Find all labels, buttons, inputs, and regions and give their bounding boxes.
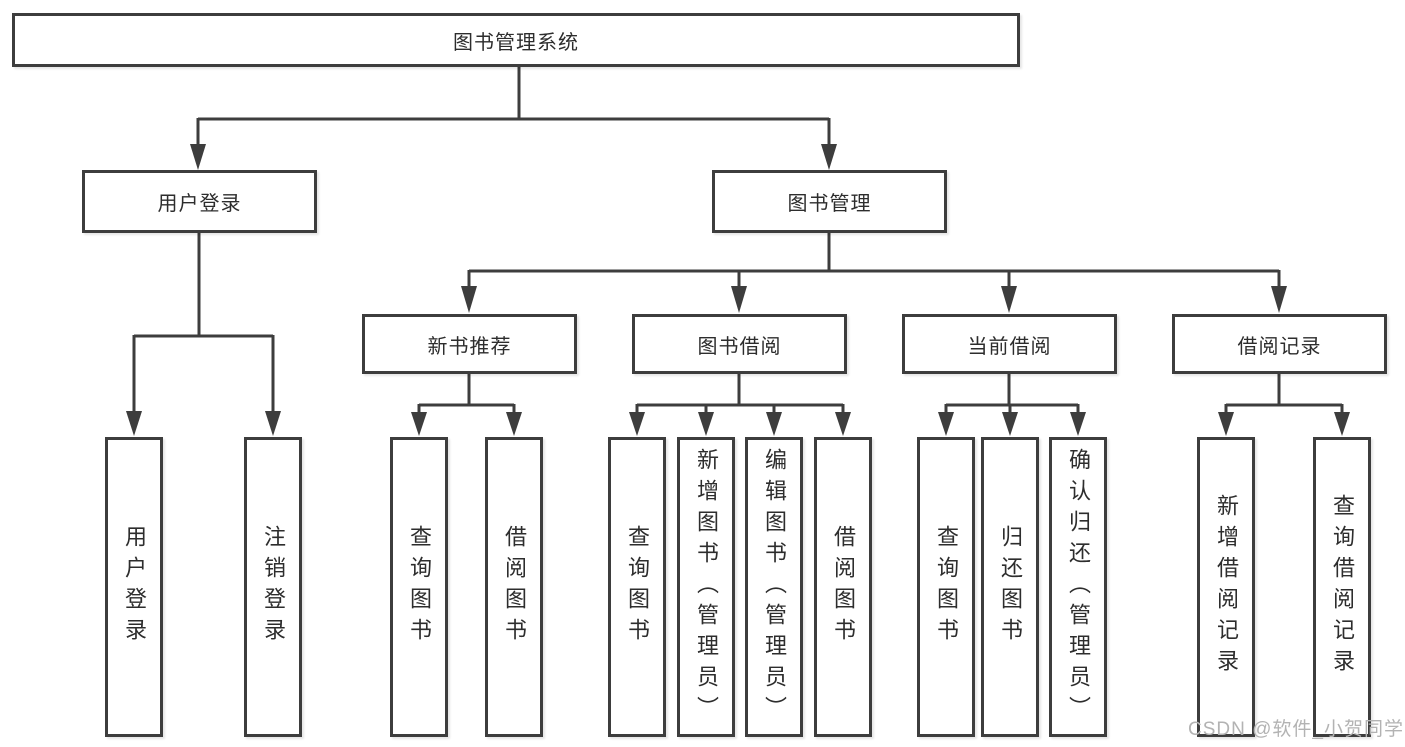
leaf-query-books-current-label: 查询图书 — [934, 525, 959, 649]
leaf-logout: 注销登录 — [244, 437, 302, 737]
node-borrowing-records-label: 借阅记录 — [1237, 335, 1322, 358]
node-borrowing-records: 借阅记录 — [1172, 314, 1387, 374]
node-current-borrowing: 当前借阅 — [902, 314, 1117, 374]
leaf-query-borrow-record: 查询借阅记录 — [1313, 437, 1371, 737]
node-book-borrowing-label: 图书借阅 — [697, 335, 782, 358]
node-new-book-recommendation-label: 新书推荐 — [427, 335, 512, 358]
connector-root-to-level2 — [196, 66, 831, 147]
leaf-logout-label: 注销登录 — [261, 525, 286, 649]
leaf-confirm-return-admin: 确认归还（管理员） — [1049, 437, 1107, 737]
leaf-add-books-admin-label: 新增图书（管理员） — [694, 447, 719, 727]
leaf-user-login-label: 用户登录 — [122, 525, 147, 649]
node-user-login: 用户登录 — [82, 170, 317, 233]
leaf-add-borrow-record: 新增借阅记录 — [1197, 437, 1255, 737]
leaf-query-books-borrowing: 查询图书 — [608, 437, 666, 737]
arrowheads — [126, 144, 1350, 436]
connector-user-login-to-leaves — [132, 233, 275, 414]
connector-book-management-to-level3 — [467, 233, 1281, 289]
leaf-add-books-admin: 新增图书（管理员） — [677, 437, 735, 737]
leaf-borrow-books-borrowing-label: 借阅图书 — [831, 525, 856, 649]
watermark-text: CSDN @软件_小贺同学 — [1188, 719, 1404, 740]
leaf-query-books-recommendation-label: 查询图书 — [407, 525, 432, 649]
leaf-query-books-recommendation: 查询图书 — [390, 437, 448, 737]
leaf-query-borrow-record-label: 查询借阅记录 — [1330, 494, 1355, 680]
leaf-confirm-return-admin-label: 确认归还（管理员） — [1066, 447, 1091, 727]
leaf-query-books-current: 查询图书 — [917, 437, 975, 737]
node-new-book-recommendation: 新书推荐 — [362, 314, 577, 374]
node-book-management-label: 图书管理 — [787, 193, 872, 215]
node-book-borrowing: 图书借阅 — [632, 314, 847, 374]
node-current-borrowing-label: 当前借阅 — [967, 335, 1052, 358]
leaf-return-books: 归还图书 — [981, 437, 1039, 737]
leaf-query-books-borrowing-label: 查询图书 — [625, 525, 650, 649]
node-user-login-label: 用户登录 — [157, 193, 242, 215]
node-library-management-system-label: 图书管理系统 — [453, 31, 579, 54]
leaf-borrow-books-recommendation-label: 借阅图书 — [502, 525, 527, 649]
leaf-borrow-books-recommendation: 借阅图书 — [485, 437, 543, 737]
node-book-management: 图书管理 — [712, 170, 947, 233]
leaf-edit-books-admin-label: 编辑图书（管理员） — [762, 447, 787, 727]
leaf-edit-books-admin: 编辑图书（管理员） — [745, 437, 803, 737]
connector-group-stems — [417, 374, 1344, 415]
leaf-add-borrow-record-label: 新增借阅记录 — [1214, 494, 1239, 680]
leaf-return-books-label: 归还图书 — [998, 525, 1023, 649]
leaf-user-login: 用户登录 — [105, 437, 163, 737]
node-library-management-system: 图书管理系统 — [12, 13, 1020, 67]
leaf-borrow-books-borrowing: 借阅图书 — [814, 437, 872, 737]
